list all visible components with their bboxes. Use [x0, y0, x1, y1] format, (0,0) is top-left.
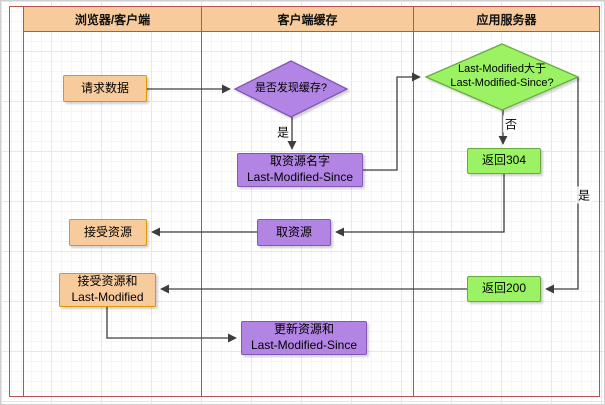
edge-label-check-yes: 是 [575, 186, 593, 204]
edge-acceptlm-to-update [106, 307, 237, 343]
decision-last-modified-shape [424, 43, 580, 111]
pool-title-divider [23, 6, 24, 397]
lane-header-server: 应用服务器 [413, 6, 600, 32]
decision-cache-found-label: 是否发现缓存? [254, 82, 328, 95]
node-accept-resource: 接受资源 [69, 219, 147, 246]
lane-divider-2 [413, 6, 414, 397]
lane-header-cache: 客户端缓存 [201, 6, 414, 32]
decision-last-modified-label: Last-Modified大于 Last-Modified-Since? [450, 63, 554, 89]
edge-label-check-no: 否 [502, 115, 520, 133]
node-return-200: 返回200 [467, 276, 541, 302]
lane-header-browser: 浏览器/客户端 [23, 6, 202, 32]
edge-304-to-takeresource [335, 174, 505, 237]
node-accept-resource-last-modified: 接受资源和 Last-Modified [59, 273, 156, 307]
node-update-resource: 更新资源和 Last-Modified-Since [241, 321, 367, 355]
decision-cache-found-shape [233, 60, 349, 118]
node-request-data: 请求数据 [63, 75, 147, 102]
edge-lmcheck-yes-to-200 [545, 77, 579, 294]
lane-divider-1 [201, 6, 202, 397]
edge-takename-to-lmcheck [363, 72, 421, 171]
node-return-304: 返回304 [467, 148, 541, 174]
edge-label-cache-yes: 是 [274, 123, 292, 141]
node-take-resource-name: 取资源名字 Last-Modified-Since [237, 153, 363, 187]
node-take-resource: 取资源 [257, 219, 331, 246]
